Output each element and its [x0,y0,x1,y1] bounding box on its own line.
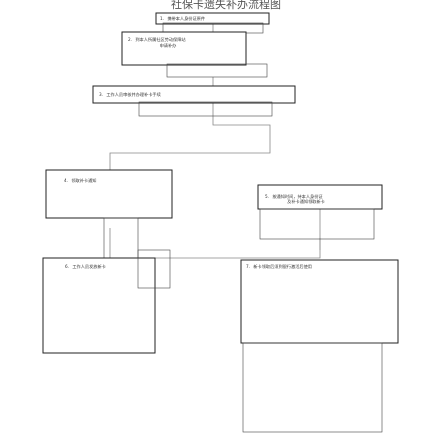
step-6-number: 6. [65,264,69,269]
step-3-box [92,85,296,104]
step-4-text: 领取补卡通知 [71,177,96,184]
connector-3-4 [109,103,271,170]
step-7: 7. 新卡领取后须到银行激活后使用 [240,259,399,433]
step-2-label-line2: 申请补办 [160,42,177,49]
step-6: 6. 工作人员发放新卡 [42,249,171,354]
step-3-text: 工作人员审核并办理补卡手续 [106,91,160,98]
step-4: 4. 领取补卡通知 [45,169,173,259]
step-6-inner-frame [137,249,171,289]
step-7-number: 7. [246,264,250,269]
step-2-label: 2. 到本人所属社区劳动保障站 [128,36,186,43]
step-4-inner-frame [103,217,139,259]
step-7-label: 7. 新卡领取后须到银行激活后使用 [246,263,312,270]
step-5-label: 5. 按通知时间，持本人身份证 [265,193,323,200]
step-3-label: 3. 工作人员审核并办理补卡手续 [99,91,161,98]
step-2-inner-frame [166,63,268,78]
step-4-number: 4. [64,178,68,183]
step-2-box [121,31,247,66]
step-5-inner-frame [259,208,375,240]
flowchart-title: 社保卡遗失补办流程图 [171,0,281,11]
step-7-inner-frame [242,342,383,433]
step-3-inner-frame [138,101,273,117]
step-6-box [42,257,156,354]
step-1-text: 携带本人身份证原件 [167,15,205,22]
step-1-box [155,12,270,25]
step-3: 3. 工作人员审核并办理补卡手续 [92,85,296,117]
step-4-box [45,169,173,219]
step-5-text: 按通知时间，持本人身份证 [272,193,323,200]
step-5: 5. 按通知时间，持本人身份证 及补卡通知领取新卡 [257,184,383,240]
step-5-number: 5. [265,194,269,199]
step-2-number: 2. [128,37,132,42]
step-6-label: 6. 工作人员发放新卡 [65,263,106,270]
step-2-text: 到本人所属社区劳动保障站 [135,36,185,43]
step-2: 2. 到本人所属社区劳动保障站 申请补办 [121,31,268,78]
step-1-label: 1. 携带本人身份证原件 [160,15,205,22]
step-3-number: 3. [99,92,103,97]
step-7-text: 新卡领取后须到银行激活后使用 [253,263,312,270]
step-6-text: 工作人员发放新卡 [72,263,106,270]
step-1-number: 1. [160,16,164,21]
step-4-label: 4. 领取补卡通知 [64,177,96,184]
step-5-label-line2: 及补卡通知领取新卡 [287,198,325,205]
step-1: 1. 携带本人身份证原件 [155,12,270,34]
step-7-box [240,259,399,344]
